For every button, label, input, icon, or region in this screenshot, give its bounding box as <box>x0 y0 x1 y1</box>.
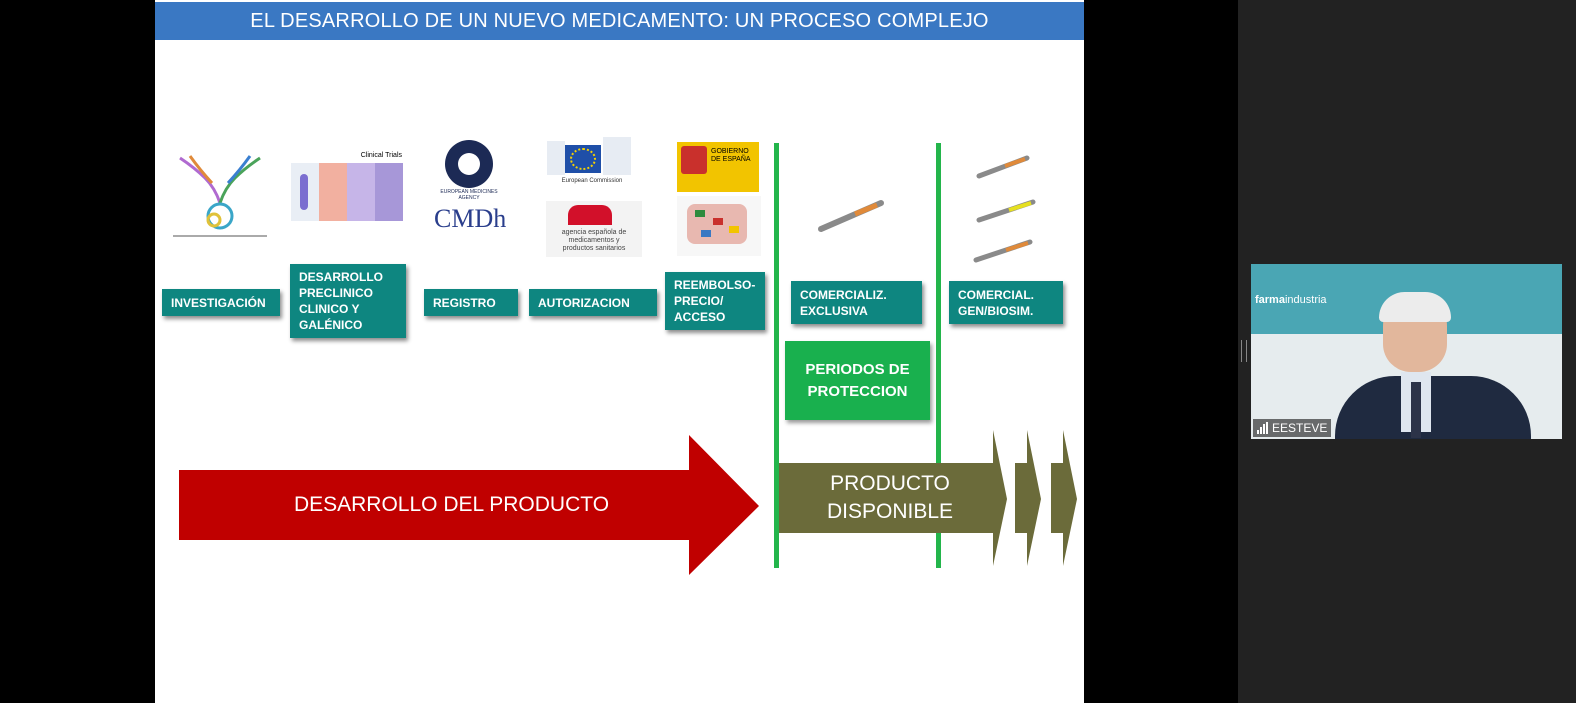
participant-video-tile[interactable]: farmaindustria EESTEVE <box>1251 264 1562 439</box>
ema-logo: EUROPEAN MEDICINES AGENCY <box>438 140 500 198</box>
development-arrow-label: DESARROLLO DEL PRODUCTO <box>179 470 724 540</box>
syringe-icon <box>815 195 887 235</box>
syringe-yellow-icon <box>975 196 1037 226</box>
spain-regions-map <box>677 196 761 256</box>
person-suit <box>1335 376 1531 439</box>
participant-name: EESTEVE <box>1272 419 1327 437</box>
signal-strength-icon <box>1257 422 1268 434</box>
aemps-logo: agencia española de medicamentos y produ… <box>546 201 642 257</box>
stage-desarrollo: DESARROLLO PRECLINICO CLINICO Y GALÉNICO <box>290 264 406 338</box>
person-hair <box>1379 292 1451 322</box>
clinical-trials-caption: Clinical Trials <box>361 152 402 159</box>
farmaindustria-logo: farmaindustria <box>1251 294 1327 306</box>
resize-handle[interactable] <box>1241 340 1247 362</box>
european-commission-logo: European Commission <box>547 137 637 189</box>
gobierno-espana-logo: GOBIERNO DE ESPAÑA <box>677 142 759 192</box>
clinical-trials-graphic: Clinical Trials <box>291 152 404 224</box>
protection-periods-box: PERIODOS DE PROTECCION <box>785 341 930 420</box>
stage-comercial-genericos: COMERCIAL. GEN/BIOSIM. <box>949 281 1063 324</box>
phase-3 <box>375 163 403 221</box>
stage-autorizacion: AUTORIZACION <box>529 289 657 316</box>
person-tie <box>1411 382 1421 438</box>
participant-name-badge: EESTEVE <box>1253 419 1331 437</box>
phase-1 <box>319 163 347 221</box>
cmdh-logo: CMDh <box>434 205 510 249</box>
antibody-illustration <box>170 148 270 240</box>
slide-title: EL DESARROLLO DE UN NUEVO MEDICAMENTO: U… <box>155 2 1084 40</box>
test-tube-icon <box>300 174 308 210</box>
product-available-label: PRODUCTO DISPONIBLE <box>779 463 1001 533</box>
stage-investigacion: INVESTIGACIÓN <box>162 289 280 316</box>
stage-comercializacion-exclusiva: COMERCIALIZ. EXCLUSIVA <box>791 281 922 324</box>
phase-2 <box>347 163 375 221</box>
stage-registro: REGISTRO <box>424 289 518 316</box>
stage-reembolso: REEMBOLSO- PRECIO/ ACCESO <box>665 272 765 330</box>
syringe-orange-icon <box>975 152 1031 182</box>
syringe-orange-icon-2 <box>972 236 1034 266</box>
presentation-slide: EL DESARROLLO DE UN NUEVO MEDICAMENTO: U… <box>155 0 1084 703</box>
